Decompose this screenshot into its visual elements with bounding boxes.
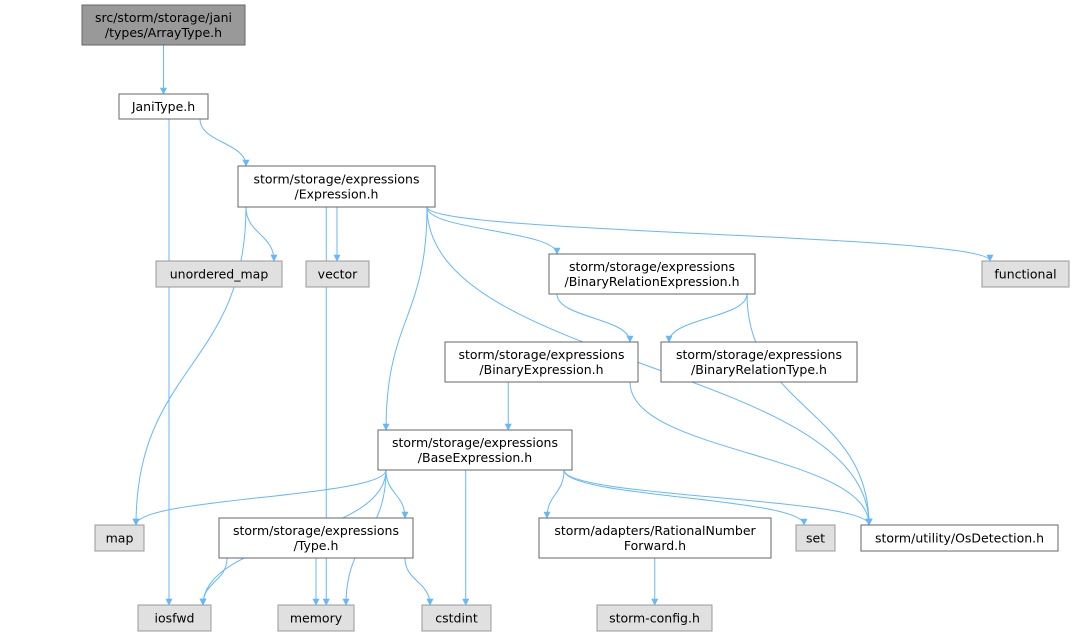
node-rational-box [538, 517, 772, 559]
edge-expression-to-unordered_map [245, 206, 278, 262]
node-baseexpr-label-line-0: storm/storage/expressions [392, 435, 558, 450]
node-iosfwd-box [137, 604, 212, 632]
node-expression-box [237, 165, 436, 208]
node-cstdint: cstdint [421, 604, 492, 632]
node-set: set [795, 524, 836, 552]
node-expression[interactable]: storm/storage/expressions/Expression.h [237, 165, 436, 208]
node-binexpr-box [444, 341, 639, 383]
node-binexpr[interactable]: storm/storage/expressions/BinaryExpressi… [444, 341, 639, 383]
node-binexpr-label-line-1: /BinaryExpression.h [479, 362, 603, 377]
node-expression-label-line-0: storm/storage/expressions [253, 172, 419, 187]
node-map-label-line-0: map [106, 531, 134, 546]
node-rational-label-line-0: storm/adapters/RationalNumber [554, 523, 756, 538]
node-expression-label-line-1: /Expression.h [295, 187, 379, 202]
node-memory-box [277, 604, 355, 632]
node-cstdint-label-line-0: cstdint [435, 611, 478, 626]
node-type-label-line-1: /Type.h [294, 538, 339, 553]
node-binreltype-label-line-0: storm/storage/expressions [676, 347, 842, 362]
node-janitype[interactable]: JaniType.h [118, 93, 209, 120]
node-janitype-box [118, 93, 209, 120]
edge-expression-to-binrelexpr [426, 206, 561, 255]
edge-baseexpr-to-rational [543, 469, 565, 519]
node-cstdint-box [421, 604, 492, 632]
node-unordered_map-box [155, 260, 283, 288]
node-functional: functional [981, 260, 1070, 288]
node-binrelexpr[interactable]: storm/storage/expressions/BinaryRelation… [548, 253, 756, 295]
edge-expression-to-baseexpr [382, 206, 428, 431]
edge-binrelexpr-to-osdetection [746, 293, 873, 526]
node-rational-label-line-1: Forward.h [624, 538, 686, 553]
node-baseexpr-label-line-1: /BaseExpression.h [418, 450, 532, 465]
node-binrelexpr-label-line-0: storm/storage/expressions [569, 259, 735, 274]
node-type-box [218, 517, 414, 559]
node-janitype-label-line-0: JaniType.h [131, 99, 195, 114]
node-arraytype[interactable]: src/storm/storage/jani/types/ArrayType.h [81, 4, 246, 46]
edge-binexpr-to-osdetection [629, 381, 873, 526]
edge-expression-to-map [132, 206, 247, 526]
node-stormconfig-label-line-0: storm-config.h [609, 611, 700, 626]
node-unordered_map: unordered_map [155, 260, 283, 288]
node-vector: vector [305, 260, 370, 288]
edge-baseexpr-to-osdetection [563, 469, 873, 526]
node-functional-box [981, 260, 1070, 288]
node-memory: memory [277, 604, 355, 632]
node-baseexpr[interactable]: storm/storage/expressions/BaseExpression… [377, 429, 573, 471]
node-binrelexpr-label-line-1: /BinaryRelationExpression.h [564, 274, 739, 289]
edge-baseexpr-to-type [385, 469, 409, 519]
edge-expression-to-functional [426, 206, 994, 262]
node-vector-label-line-0: vector [318, 267, 359, 282]
node-stormconfig: storm-config.h [596, 604, 713, 632]
edge-baseexpr-to-map [132, 469, 387, 526]
node-functional-label-line-0: functional [994, 267, 1056, 282]
node-unordered_map-label-line-0: unordered_map [170, 267, 269, 282]
node-binreltype[interactable]: storm/storage/expressions/BinaryRelation… [660, 341, 858, 383]
node-map-box [94, 524, 145, 552]
node-iosfwd-label-line-0: iosfwd [155, 611, 195, 626]
node-arraytype-label-line-1: /types/ArrayType.h [105, 25, 222, 40]
node-memory-label-line-0: memory [290, 611, 343, 626]
node-binexpr-label-line-0: storm/storage/expressions [458, 347, 624, 362]
node-osdetection[interactable]: storm/utility/OsDetection.h [860, 524, 1059, 552]
dependency-nodes: src/storm/storage/jani/types/ArrayType.h… [81, 4, 1070, 632]
node-binreltype-label-line-1: /BinaryRelationType.h [691, 362, 827, 377]
edge-binrelexpr-to-binreltype [665, 293, 748, 343]
node-osdetection-label-line-0: storm/utility/OsDetection.h [875, 531, 1044, 546]
node-arraytype-box [81, 4, 246, 46]
edge-binrelexpr-to-binexpr [556, 293, 634, 343]
edge-type-to-cstdint [404, 557, 434, 606]
edge-baseexpr-to-set [563, 469, 808, 526]
edge-type-to-iosfwd [199, 557, 228, 606]
node-type-label-line-0: storm/storage/expressions [233, 523, 399, 538]
node-arraytype-label-line-0: src/storm/storage/jani [95, 10, 232, 25]
node-map: map [94, 524, 145, 552]
node-iosfwd: iosfwd [137, 604, 212, 632]
edge-expression-to-osdetection [426, 206, 873, 526]
edge-janitype-to-expression [199, 118, 250, 167]
node-binrelexpr-box [548, 253, 756, 295]
node-type[interactable]: storm/storage/expressions/Type.h [218, 517, 414, 559]
node-baseexpr-box [377, 429, 573, 471]
node-set-label-line-0: set [806, 531, 825, 546]
node-osdetection-box [860, 524, 1059, 552]
node-set-box [795, 524, 836, 552]
node-stormconfig-box [596, 604, 713, 632]
node-vector-box [305, 260, 370, 288]
node-binreltype-box [660, 341, 858, 383]
